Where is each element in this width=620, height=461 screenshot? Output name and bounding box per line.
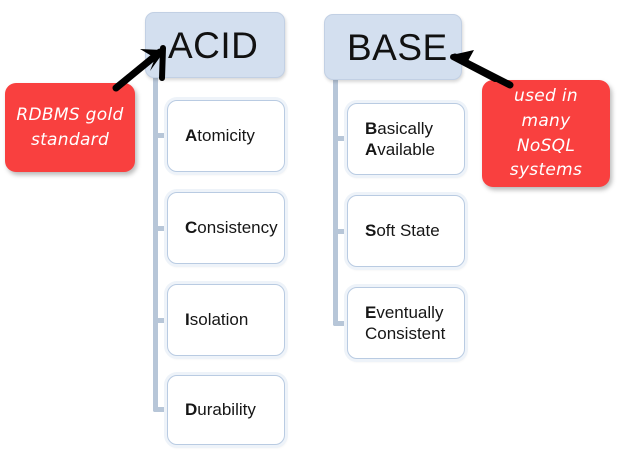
- base-item-ec-rest-2: Consistent: [365, 324, 446, 343]
- acid-item-atomicity-label: Atomicity: [168, 125, 255, 146]
- acid-item-consistency[interactable]: Consistency: [167, 192, 285, 264]
- base-item-ec-initial: E: [365, 302, 377, 322]
- acid-stub-1: [153, 133, 169, 138]
- acid-trunk: [153, 74, 158, 412]
- base-item-ba-rest-2: vailable: [377, 140, 435, 159]
- base-trunk: [333, 76, 338, 326]
- base-callout-text: used in many NoSQL systems: [509, 86, 583, 181]
- acid-header-box[interactable]: ACID: [145, 12, 285, 78]
- acid-item-isolation[interactable]: Isolation: [167, 284, 285, 356]
- base-item-ba-rest-1: asically: [377, 118, 434, 138]
- base-item-soft-state[interactable]: Soft State: [347, 195, 465, 267]
- acid-item-consistency-label: Consistency: [168, 217, 278, 238]
- base-item-soft-state-label: Soft State: [348, 220, 440, 241]
- acid-item-durability[interactable]: Durability: [167, 375, 285, 445]
- acid-stub-4: [153, 407, 169, 412]
- base-stub-3: [333, 321, 349, 326]
- base-header-box[interactable]: BASE: [324, 14, 462, 80]
- acid-item-consistency-rest: onsistency: [197, 218, 278, 238]
- acid-item-isolation-label: Isolation: [168, 309, 248, 330]
- base-item-soft-state-rest: oft State: [376, 221, 440, 241]
- acid-stub-2: [153, 226, 169, 231]
- acid-item-atomicity-rest: tomicity: [197, 126, 255, 146]
- acid-item-consistency-initial: C: [185, 218, 198, 238]
- acid-item-atomicity[interactable]: Atomicity: [167, 100, 285, 172]
- acid-callout-text: RDBMS gold standard: [16, 104, 124, 150]
- base-item-ba-initial-1: B: [365, 118, 378, 138]
- acid-stub-3: [153, 318, 169, 323]
- base-item-ba-initial-2: A: [365, 140, 378, 159]
- acid-item-isolation-initial: I: [185, 310, 190, 330]
- base-item-ec-rest-1: ventually: [376, 302, 444, 322]
- base-stub-1: [333, 136, 349, 141]
- base-header-label: BASE: [347, 26, 448, 68]
- acid-item-durability-rest: urability: [197, 400, 256, 420]
- base-item-soft-state-initial: S: [365, 221, 377, 241]
- acid-item-durability-initial: D: [185, 400, 198, 420]
- base-callout[interactable]: used in many NoSQL systems: [482, 80, 610, 187]
- acid-header-label: ACID: [168, 24, 259, 66]
- acid-callout[interactable]: RDBMS gold standard: [5, 83, 135, 172]
- acid-item-atomicity-initial: A: [185, 126, 198, 146]
- acid-item-isolation-rest: solation: [189, 310, 249, 330]
- base-stub-2: [333, 229, 349, 234]
- acid-item-durability-label: Durability: [168, 399, 256, 420]
